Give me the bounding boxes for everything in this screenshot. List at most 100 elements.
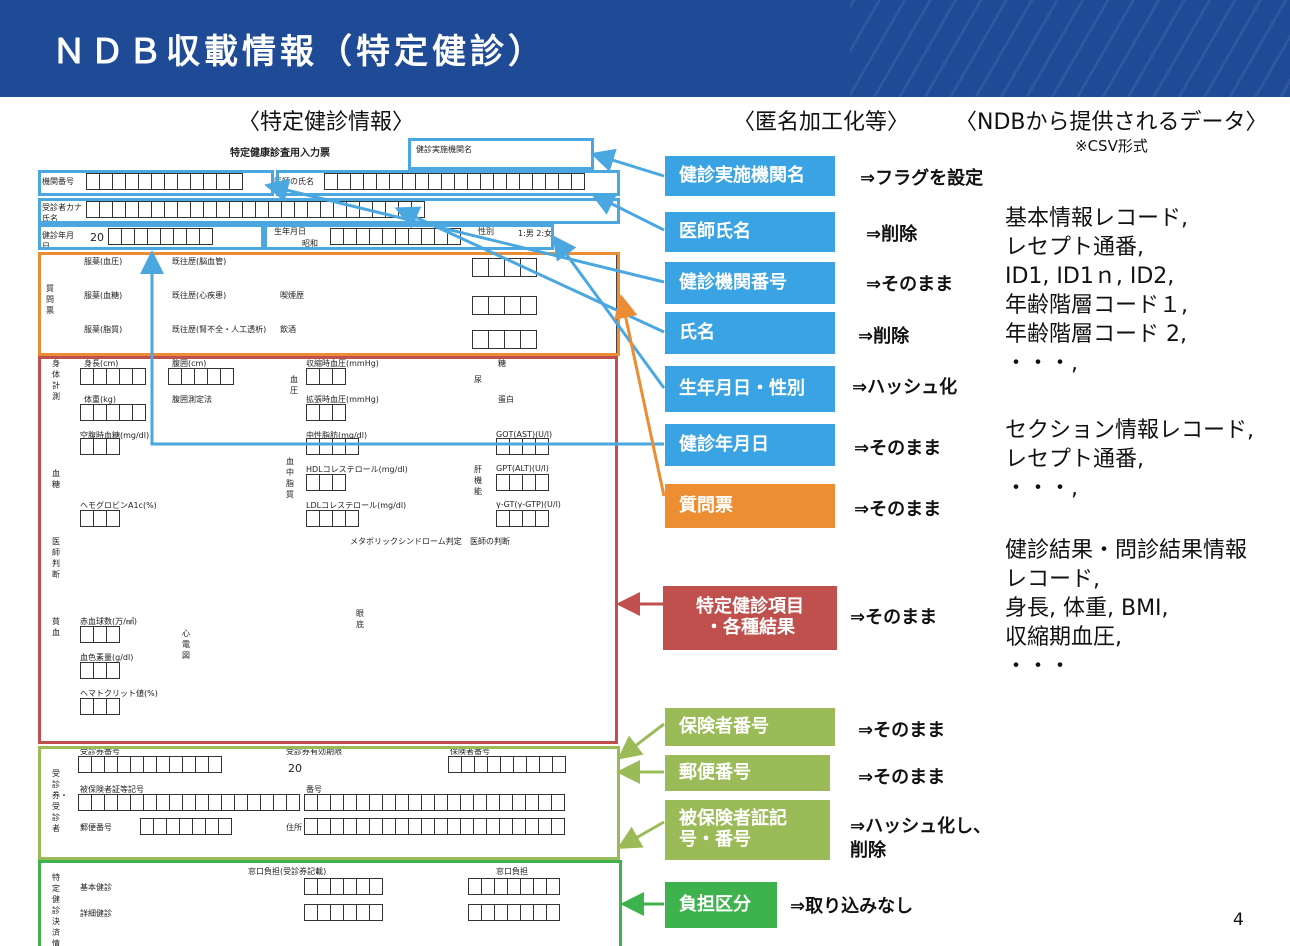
exam-input-form: 特定健康診査用入力票 健診実施機関名 機関番号 医師の氏名 受診者カナ氏名 健診… <box>38 138 620 946</box>
q-item: 服薬(脂質) <box>84 325 123 334</box>
address-label: 住所 <box>286 823 302 832</box>
kana-boxes <box>86 201 425 218</box>
height-boxes <box>80 368 146 385</box>
form-sex-label: 性別 <box>478 227 494 236</box>
frame-exam-date <box>38 224 264 250</box>
action-institution-name: ⇒フラグを設定 <box>860 168 984 189</box>
hb-label: 血色素量(g/dl) <box>80 653 134 662</box>
category-birth-sex: 生年月日・性別 <box>665 366 835 412</box>
category-payment: 負担区分 <box>665 882 777 928</box>
bp-dia-label: 拡張時血圧(mmHg) <box>306 395 379 404</box>
got-label: GOT(AST)(U/l) <box>496 430 553 439</box>
bp-sys-label: 収縮時血圧(mmHg) <box>306 359 379 368</box>
doctor-judge-label: 医師の判断 <box>470 537 510 546</box>
waist-label: 腹囲(cm) <box>172 359 207 368</box>
weight-label: 体重(kg) <box>84 395 116 404</box>
window-payment2-label: 窓口負担 <box>496 867 528 876</box>
form-institution-name-label: 健診実施機関名 <box>416 145 472 154</box>
detail-exam-label: 詳細健診 <box>80 909 112 918</box>
urine-protein-label: 蛋白 <box>498 395 514 404</box>
hb-boxes <box>80 662 120 679</box>
category-institution-name: 健診実施機関名 <box>665 156 835 196</box>
action-name: ⇒削除 <box>858 326 910 347</box>
action-insurer-no: ⇒そのまま <box>858 720 946 741</box>
action-institution-no: ⇒そのまま <box>866 274 954 295</box>
card-symbol-boxes <box>78 794 300 811</box>
exam-date-boxes <box>108 228 213 245</box>
action-birth-sex: ⇒ハッシュ化 <box>852 377 958 398</box>
action-payment: ⇒取り込みなし <box>790 896 914 917</box>
category-questionnaire: 質問票 <box>665 484 835 528</box>
tg-label: 中性脂肪(mg/dl) <box>306 431 368 440</box>
urine-sugar-label: 糖 <box>498 359 506 368</box>
hdl-label: HDLコレステロール(mg/dl) <box>306 465 408 474</box>
form-era: 昭和 <box>302 239 318 248</box>
action-card-no: ⇒ハッシュ化し、 削除 <box>850 816 992 861</box>
form-exam-date-label: 健診年月日 <box>42 231 74 251</box>
category-exam-date: 健診年月日 <box>665 424 835 466</box>
action-questionnaire: ⇒そのまま <box>854 499 942 520</box>
csv-note: ※CSV形式 <box>1075 137 1148 155</box>
bp-dia-boxes <box>306 404 346 421</box>
category-insurer-no: 保険者番号 <box>665 708 835 746</box>
height-label: 身長(cm) <box>84 359 119 368</box>
middle-heading: 〈匿名加工化等〉 <box>733 110 910 135</box>
q-item: 既往歴(脳血管) <box>172 257 227 266</box>
detail-pay2-boxes <box>468 904 560 921</box>
form-q-label: 質問票 <box>46 284 54 315</box>
header-decoration <box>850 0 1290 97</box>
card-no-boxes <box>304 794 565 811</box>
fasting-label: 空腹時血糖(mg/dl) <box>80 431 150 440</box>
ldl-boxes <box>306 510 359 527</box>
category-doctor-name: 医師氏名 <box>665 212 835 252</box>
left-heading: 〈特定健診情報〉 <box>238 110 415 135</box>
q-item: 既往歴(心疾患) <box>172 291 227 300</box>
basic-pay-boxes <box>304 878 383 895</box>
q-item: 服薬(血糖) <box>84 291 123 300</box>
form-doctor-label: 医師の氏名 <box>274 177 314 186</box>
q-item: 服薬(血圧) <box>84 257 123 266</box>
form-body-label: 身体計測 <box>52 359 60 401</box>
card-symbol-label: 被保険者証等記号 <box>80 785 144 794</box>
arrow-institution-name <box>590 148 665 178</box>
doctor-judge-section-label: 医師判断 <box>52 537 60 579</box>
hba1c-boxes <box>80 510 120 527</box>
q-boxes <box>472 330 537 349</box>
q-item: 喫煙歴 <box>280 291 304 300</box>
ggt-boxes <box>496 510 549 527</box>
doctor-boxes <box>324 173 585 190</box>
q-item: 飲酒 <box>280 325 296 334</box>
hdl-boxes <box>306 474 346 491</box>
rbc-boxes <box>80 626 120 643</box>
right-heading: 〈NDBから提供されるデータ〉 <box>955 110 1268 135</box>
page-number: 4 <box>1233 910 1244 930</box>
slide-header: ＮＤＢ収載情報（特定健診） <box>0 0 1290 97</box>
category-card-no: 被保険者証記 号・番号 <box>665 800 830 860</box>
metabo-label: メタボリックシンドローム判定 <box>350 537 462 546</box>
arrow-exam-date <box>140 250 664 446</box>
payment-section-label: 特定健診決済情報 <box>52 873 60 946</box>
waist-method-label: 腹囲測定法 <box>172 395 212 404</box>
tg-boxes <box>306 438 359 455</box>
gpt-boxes <box>496 474 549 491</box>
action-exam-date: ⇒そのまま <box>854 438 942 459</box>
card-no-label: 番号 <box>306 785 322 794</box>
weight-boxes <box>80 404 146 421</box>
bp-section-label: 血圧 <box>290 375 298 395</box>
category-postal: 郵便番号 <box>665 755 830 791</box>
fasting-boxes <box>80 438 120 455</box>
form-sex-options: 1:男 2:女 <box>518 229 553 238</box>
arrow-doctor <box>590 193 665 232</box>
insurer-no-label: 保険者番号 <box>450 747 490 756</box>
slide-title: ＮＤＢ収載情報（特定健診） <box>52 32 546 72</box>
lipid-label: 血中脂質 <box>286 457 294 499</box>
category-name: 氏名 <box>665 312 835 354</box>
gpt-label: GPT(ALT)(U/l) <box>496 464 549 473</box>
arrow-questionnaire <box>614 294 666 497</box>
got-boxes <box>496 438 549 455</box>
ticket-exp-label: 受診券有効期限 <box>286 747 342 756</box>
form-birth-label: 生年月日 <box>274 227 306 236</box>
hba1c-label: ヘモグロビンA1c(%) <box>80 501 157 510</box>
postal-boxes <box>140 818 232 835</box>
